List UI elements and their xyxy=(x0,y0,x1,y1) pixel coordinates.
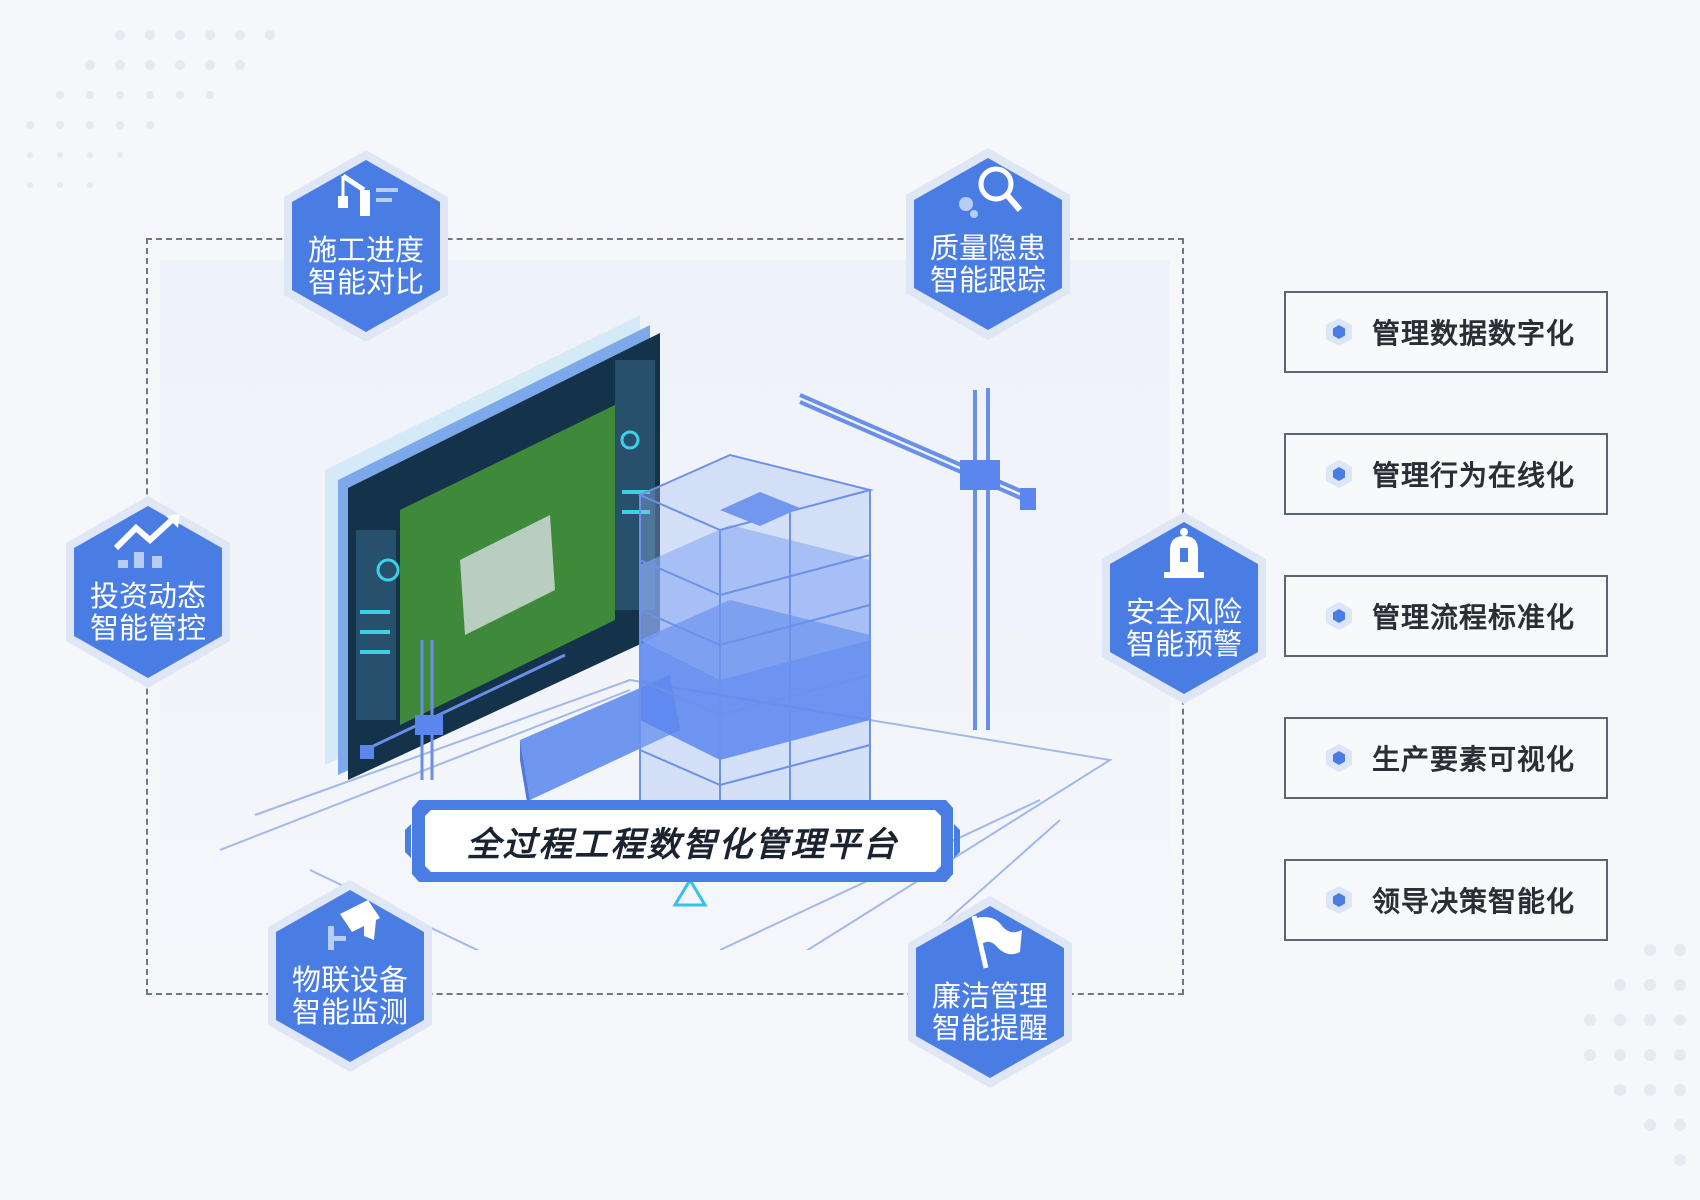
hex-node-iot: 物联设备 智能监测 xyxy=(264,878,436,1074)
camera-icon xyxy=(328,900,380,950)
crane-progress-icon xyxy=(338,173,398,216)
trend-chart-icon xyxy=(113,514,180,568)
side-item-process-standard: 管理流程标准化 xyxy=(1284,575,1608,657)
side-item-label: 管理流程标准化 xyxy=(1372,601,1576,634)
hex-label: 投资动态 智能管控 xyxy=(89,579,206,645)
platform-illustration xyxy=(219,315,1113,950)
hexagon-bullet-icon xyxy=(1326,460,1352,488)
dot-pattern-bottom-right xyxy=(1584,944,1686,1166)
hex-label: 物联设备 智能监测 xyxy=(291,963,408,1029)
hex-label: 廉洁管理 智能提醒 xyxy=(931,979,1048,1045)
center-title-banner: 全过程工程数智化管理平台 xyxy=(405,790,960,892)
flag-icon xyxy=(971,915,1022,969)
side-item-label: 生产要素可视化 xyxy=(1372,743,1576,776)
hex-node-integrity: 廉洁管理 智能提醒 xyxy=(904,894,1076,1090)
magnifier-gear-icon xyxy=(959,166,1023,218)
side-item-label: 管理行为在线化 xyxy=(1372,459,1576,492)
hex-label: 安全风险 智能预警 xyxy=(1125,595,1242,661)
alarm-bell-icon xyxy=(1164,528,1204,578)
side-item-production-visual: 生产要素可视化 xyxy=(1284,717,1608,799)
tower-crane-left xyxy=(364,640,566,780)
hexagon-bullet-icon xyxy=(1326,602,1352,630)
side-item-data-digitization: 管理数据数字化 xyxy=(1284,291,1608,373)
hex-label: 质量隐患 智能跟踪 xyxy=(929,231,1046,297)
hex-node-quality: 质量隐患 智能跟踪 xyxy=(902,146,1074,342)
side-item-behavior-online: 管理行为在线化 xyxy=(1284,433,1608,515)
hexagon-bullet-icon xyxy=(1326,318,1352,346)
hex-label: 施工进度 智能对比 xyxy=(307,233,424,299)
hexagon-bullet-icon xyxy=(1326,744,1352,772)
hexagon-bullet-icon xyxy=(1326,886,1352,914)
side-item-decision-intelligent: 领导决策智能化 xyxy=(1284,859,1608,941)
hex-node-investment: 投资动态 智能管控 xyxy=(62,494,234,690)
center-title: 全过程工程数智化管理平台 xyxy=(466,824,899,865)
hex-node-schedule: 施工进度 智能对比 xyxy=(280,148,452,344)
side-item-label: 管理数据数字化 xyxy=(1372,317,1576,350)
building-wireframe xyxy=(637,453,874,861)
pointer-triangle xyxy=(672,877,708,907)
side-item-label: 领导决策智能化 xyxy=(1372,885,1576,918)
dot-pattern-top-left xyxy=(26,30,275,188)
hex-node-safety: 安全风险 智能预警 xyxy=(1098,510,1270,706)
